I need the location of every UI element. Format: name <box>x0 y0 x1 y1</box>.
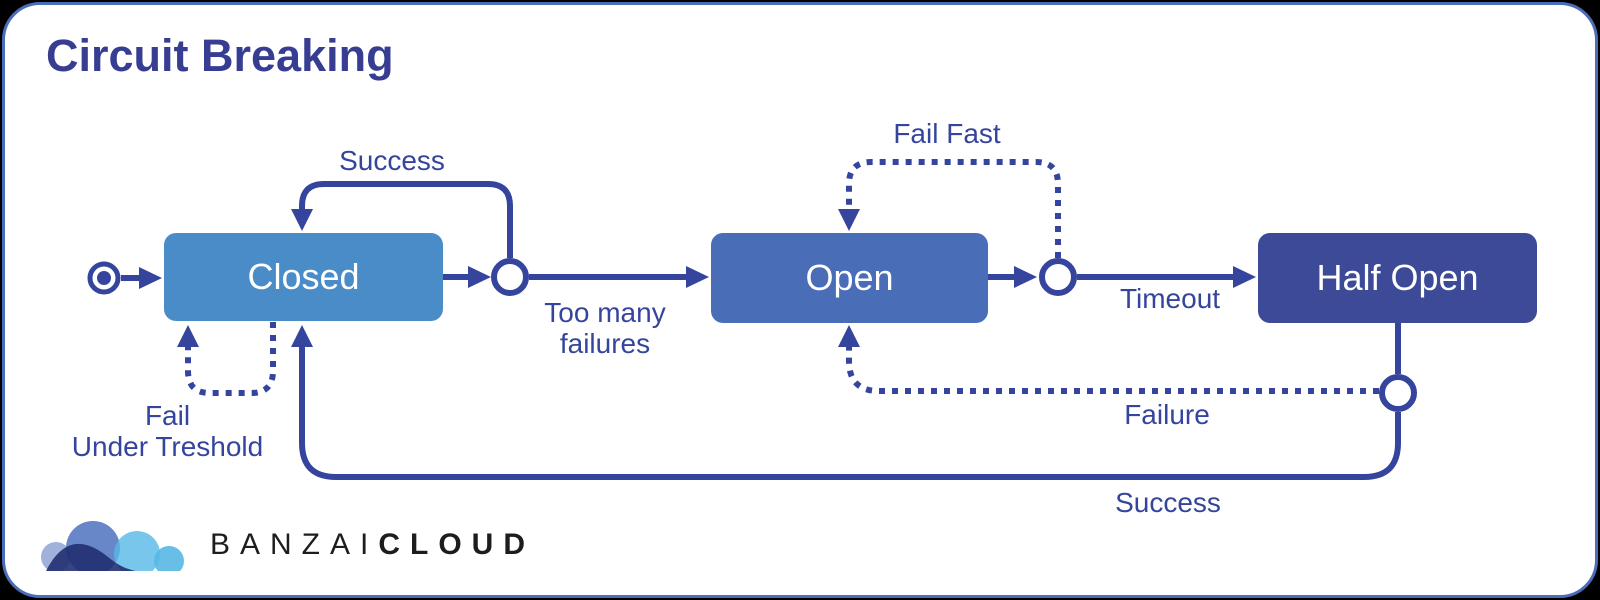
cloud-logo-icon <box>41 521 184 571</box>
transition-label-too-many-failures: Too many failures <box>505 297 705 359</box>
edge-success-return-to-closed <box>299 347 1401 480</box>
arrowhead-failure-into-open-bottom <box>838 325 860 347</box>
edge-success-loop-closed <box>299 181 513 258</box>
transition-label-failure: Failure <box>1124 399 1210 430</box>
arrowhead-fail-under-into-closed-bottom <box>177 325 199 347</box>
arrowhead-into-junction2 <box>1014 266 1037 288</box>
arrowhead-into-junction1 <box>468 266 491 288</box>
transition-label-timeout: Timeout <box>1119 283 1221 314</box>
state-half-open: Half Open <box>1258 233 1537 323</box>
arrowhead-into-open-left <box>686 266 709 288</box>
transition-label-success-closed-loop: Success <box>339 145 445 176</box>
transition-label-fail-fast: Fail Fast <box>893 118 1001 149</box>
page-title: Circuit Breaking <box>46 30 394 81</box>
edge-failure-to-open <box>846 347 1379 394</box>
transition-label-success-return: Success <box>1115 487 1221 518</box>
logo-wordmark-banzai: BANZAI <box>210 528 379 561</box>
junction-circle-1 <box>491 258 529 296</box>
junction-circle-3 <box>1379 374 1417 412</box>
state-open-label: Open <box>805 257 894 298</box>
state-closed-label: Closed <box>247 256 360 297</box>
transition-label-too-many-failures-line1: Too many <box>544 297 666 328</box>
arrowhead-into-half-open-left <box>1233 266 1256 288</box>
arrowhead-success-into-closed-bottom <box>291 325 313 347</box>
edge-fail-under-treshold-loop <box>185 322 276 396</box>
state-open: Open <box>711 233 988 323</box>
arrowhead-fail-fast-into-open-top <box>838 209 860 231</box>
junction-circle-2 <box>1039 258 1077 296</box>
state-closed: Closed <box>164 233 443 321</box>
edge-fail-fast-loop-open <box>846 159 1061 258</box>
logo-wordmark: BANZAICLOUD <box>210 528 535 562</box>
banzai-cloud-logo: BANZAICLOUD <box>40 514 535 576</box>
logo-wordmark-cloud: CLOUD <box>378 528 536 561</box>
state-half-open-label: Half Open <box>1316 257 1479 298</box>
transition-label-fail-under-treshold: Fail Under Treshold <box>45 400 290 462</box>
transition-label-fail-under-treshold-line1: Fail <box>144 400 191 431</box>
transition-label-too-many-failures-line2: failures <box>559 328 651 359</box>
arrowhead-success-into-closed-top <box>291 209 313 231</box>
arrowhead-into-closed-left <box>139 267 162 289</box>
transition-label-fail-under-treshold-line2: Under Treshold <box>71 431 264 462</box>
initial-state-marker-dot <box>97 271 111 285</box>
